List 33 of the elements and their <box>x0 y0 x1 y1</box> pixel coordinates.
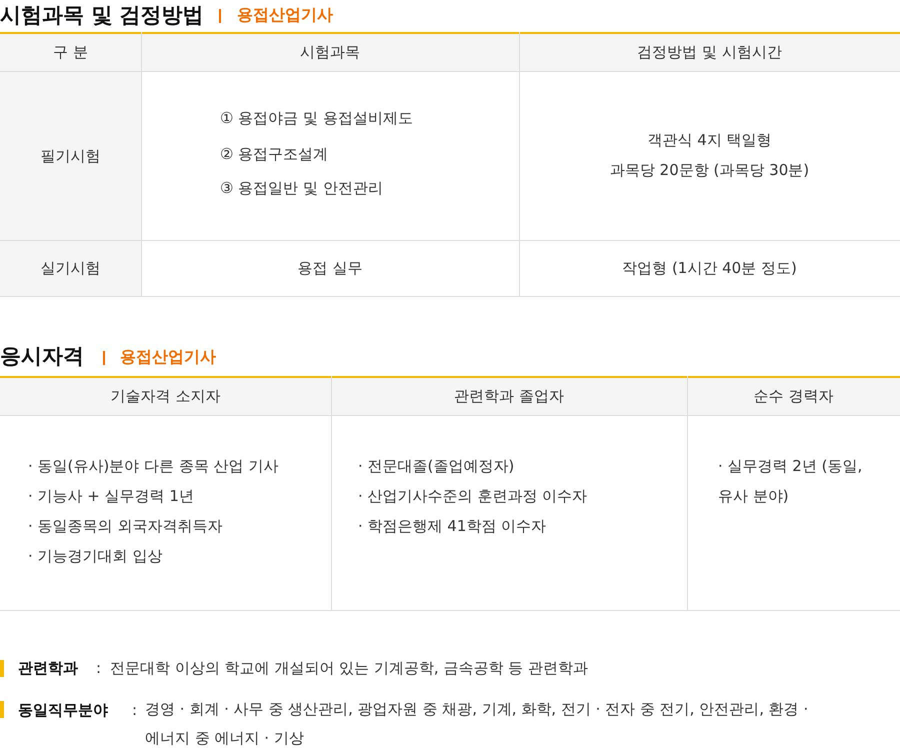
note-term: 동일직무분야 <box>18 700 108 720</box>
section-subtitle: 용접산업기사 <box>237 4 333 26</box>
row-header: 필기시험 <box>40 146 100 166</box>
section-subtitle: 용접산업기사 <box>120 346 216 368</box>
column-header: 시험과목 <box>300 42 360 62</box>
column-header: 기술자격 소지자 <box>110 386 220 406</box>
cell-text: 작업형 (1시간 40분 정도) <box>622 258 797 278</box>
column-header: 검정방법 및 시험시간 <box>637 42 782 62</box>
list-item: · 전문대졸(졸업예정자) <box>358 456 514 476</box>
list-item: · 기능사 + 실무경력 1년 <box>28 486 194 506</box>
list-item: ① 용접야금 및 용접설비제도 <box>220 108 413 128</box>
cell-text: 객관식 4지 택일형 <box>647 130 772 150</box>
section-title: 응시자격 <box>0 343 84 369</box>
row-header: 실기시험 <box>40 258 100 278</box>
note-text: 전문대학 이상의 학교에 개설되어 있는 기계공학, 금속공학 등 관련학과 <box>110 658 588 678</box>
list-item: · 기능경기대회 입상 <box>28 546 162 566</box>
list-item: · 학점은행제 41학점 이수자 <box>358 516 546 536</box>
list-item: ② 용접구조설계 <box>220 144 328 164</box>
list-item: · 산업기사수준의 훈련과정 이수자 <box>358 486 588 506</box>
separator-colon: : <box>132 700 138 720</box>
separator-colon: : <box>96 658 102 678</box>
cell-text: 과목당 20문항 (과목당 30분) <box>610 160 810 180</box>
note-term: 관련학과 <box>18 658 78 678</box>
list-item: · 동일(유사)분야 다른 종목 산업 기사 <box>28 456 278 476</box>
column-header: 순수 경력자 <box>754 386 834 406</box>
section-title: 시험과목 및 검정방법 <box>0 2 204 28</box>
list-item: ③ 용접일반 및 안전관리 <box>220 178 383 198</box>
column-header: 구 분 <box>53 42 88 62</box>
note-text: 경영 · 회계 · 사무 중 생산관리, 광업자원 중 채광, 기계, 화학, 전기 · 전자 중 전기, 안전관리, 환경 · 에너지 중 에너지 · 기상 <box>145 699 810 748</box>
cell-text: 용접 실무 <box>298 258 362 278</box>
list-item: · 동일종목의 외국자격취득자 <box>28 516 222 536</box>
list-item: · 실무경력 2년 (동일, 유사 분야) <box>718 456 864 507</box>
column-header: 관련학과 졸업자 <box>454 386 564 406</box>
